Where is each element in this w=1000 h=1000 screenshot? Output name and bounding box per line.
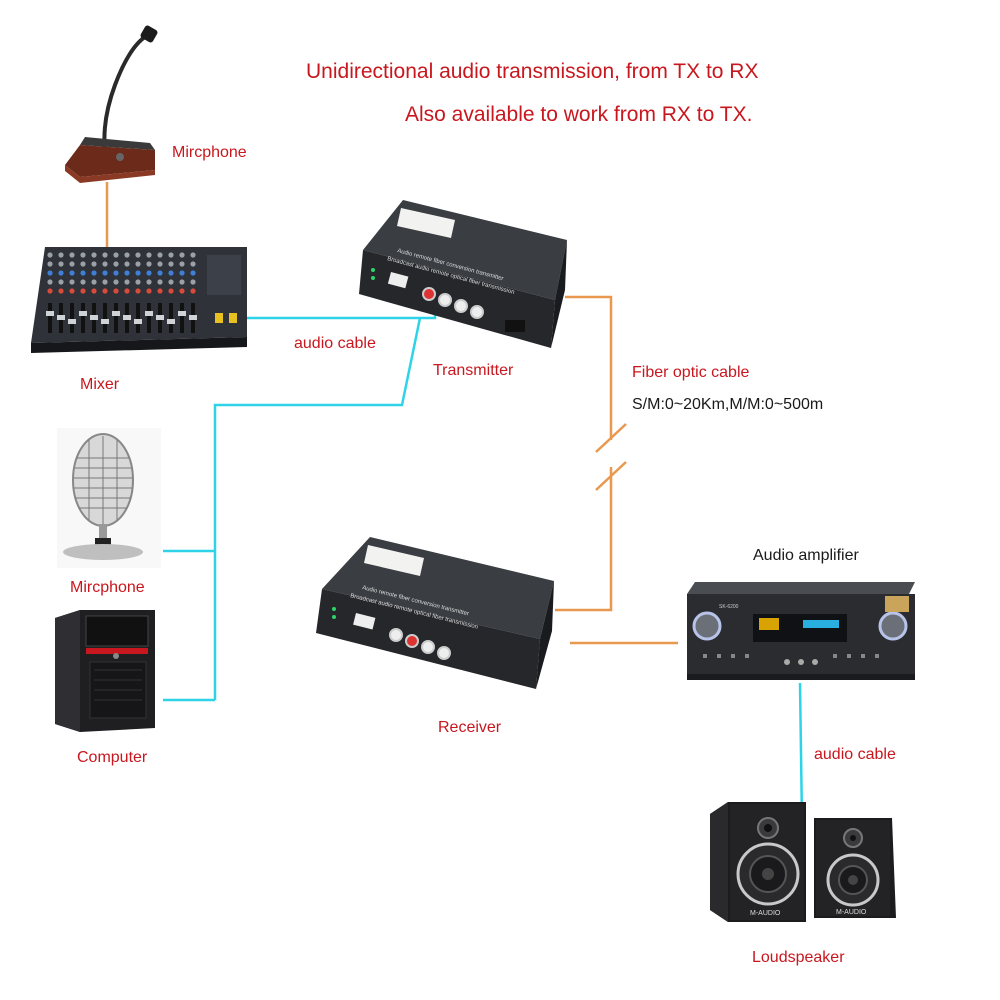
speaker-brand-right: M-AUDIO xyxy=(836,909,867,916)
sources-to-transmitter-cable xyxy=(213,317,422,700)
receiver-image: Audio remote fiber conversion transmitte… xyxy=(316,537,554,689)
label-microphone-mid: Mircphone xyxy=(70,579,145,596)
label-receiver: Receiver xyxy=(438,719,502,736)
fiber-cable-tx-side xyxy=(565,295,613,440)
transmitter-image: Audio remote fiber conversion transmitte… xyxy=(359,200,567,348)
label-audio-cable-2: audio cable xyxy=(814,746,896,763)
label-loudspeaker: Loudspeaker xyxy=(752,949,845,966)
audio-amplifier-image: SK-6200 xyxy=(687,582,915,680)
desk-microphone-image xyxy=(65,25,158,183)
label-mixer: Mixer xyxy=(80,376,120,393)
fiber-break-mark-upper xyxy=(595,423,627,453)
label-computer: Computer xyxy=(77,749,148,766)
speaker-brand-left: M-AUDIO xyxy=(750,910,781,917)
fiber-cable-rx-side xyxy=(555,467,613,612)
mixer-image xyxy=(31,247,247,353)
amplifier-model-text: SK-6200 xyxy=(719,604,739,610)
loudspeakers-image: M-AUDIO M-AUDIO xyxy=(710,802,896,922)
computer-image xyxy=(55,610,155,732)
amplifier-to-speaker-cable xyxy=(798,682,804,823)
label-audio-cable-1: audio cable xyxy=(294,335,376,352)
label-microphone-top: Mircphone xyxy=(172,144,247,161)
label-fiber-cable: Fiber optic cable xyxy=(632,364,750,381)
studio-microphone-image xyxy=(57,428,161,568)
label-fiber-spec: S/M:0~20Km,M/M:0~500m xyxy=(632,396,824,413)
fiber-break-mark-lower xyxy=(595,461,627,491)
headline-line2: Also available to work from RX to TX. xyxy=(405,103,753,126)
label-transmitter: Transmitter xyxy=(433,362,514,379)
headline-line1: Unidirectional audio transmission, from … xyxy=(306,60,759,83)
label-amplifier: Audio amplifier xyxy=(753,547,859,564)
